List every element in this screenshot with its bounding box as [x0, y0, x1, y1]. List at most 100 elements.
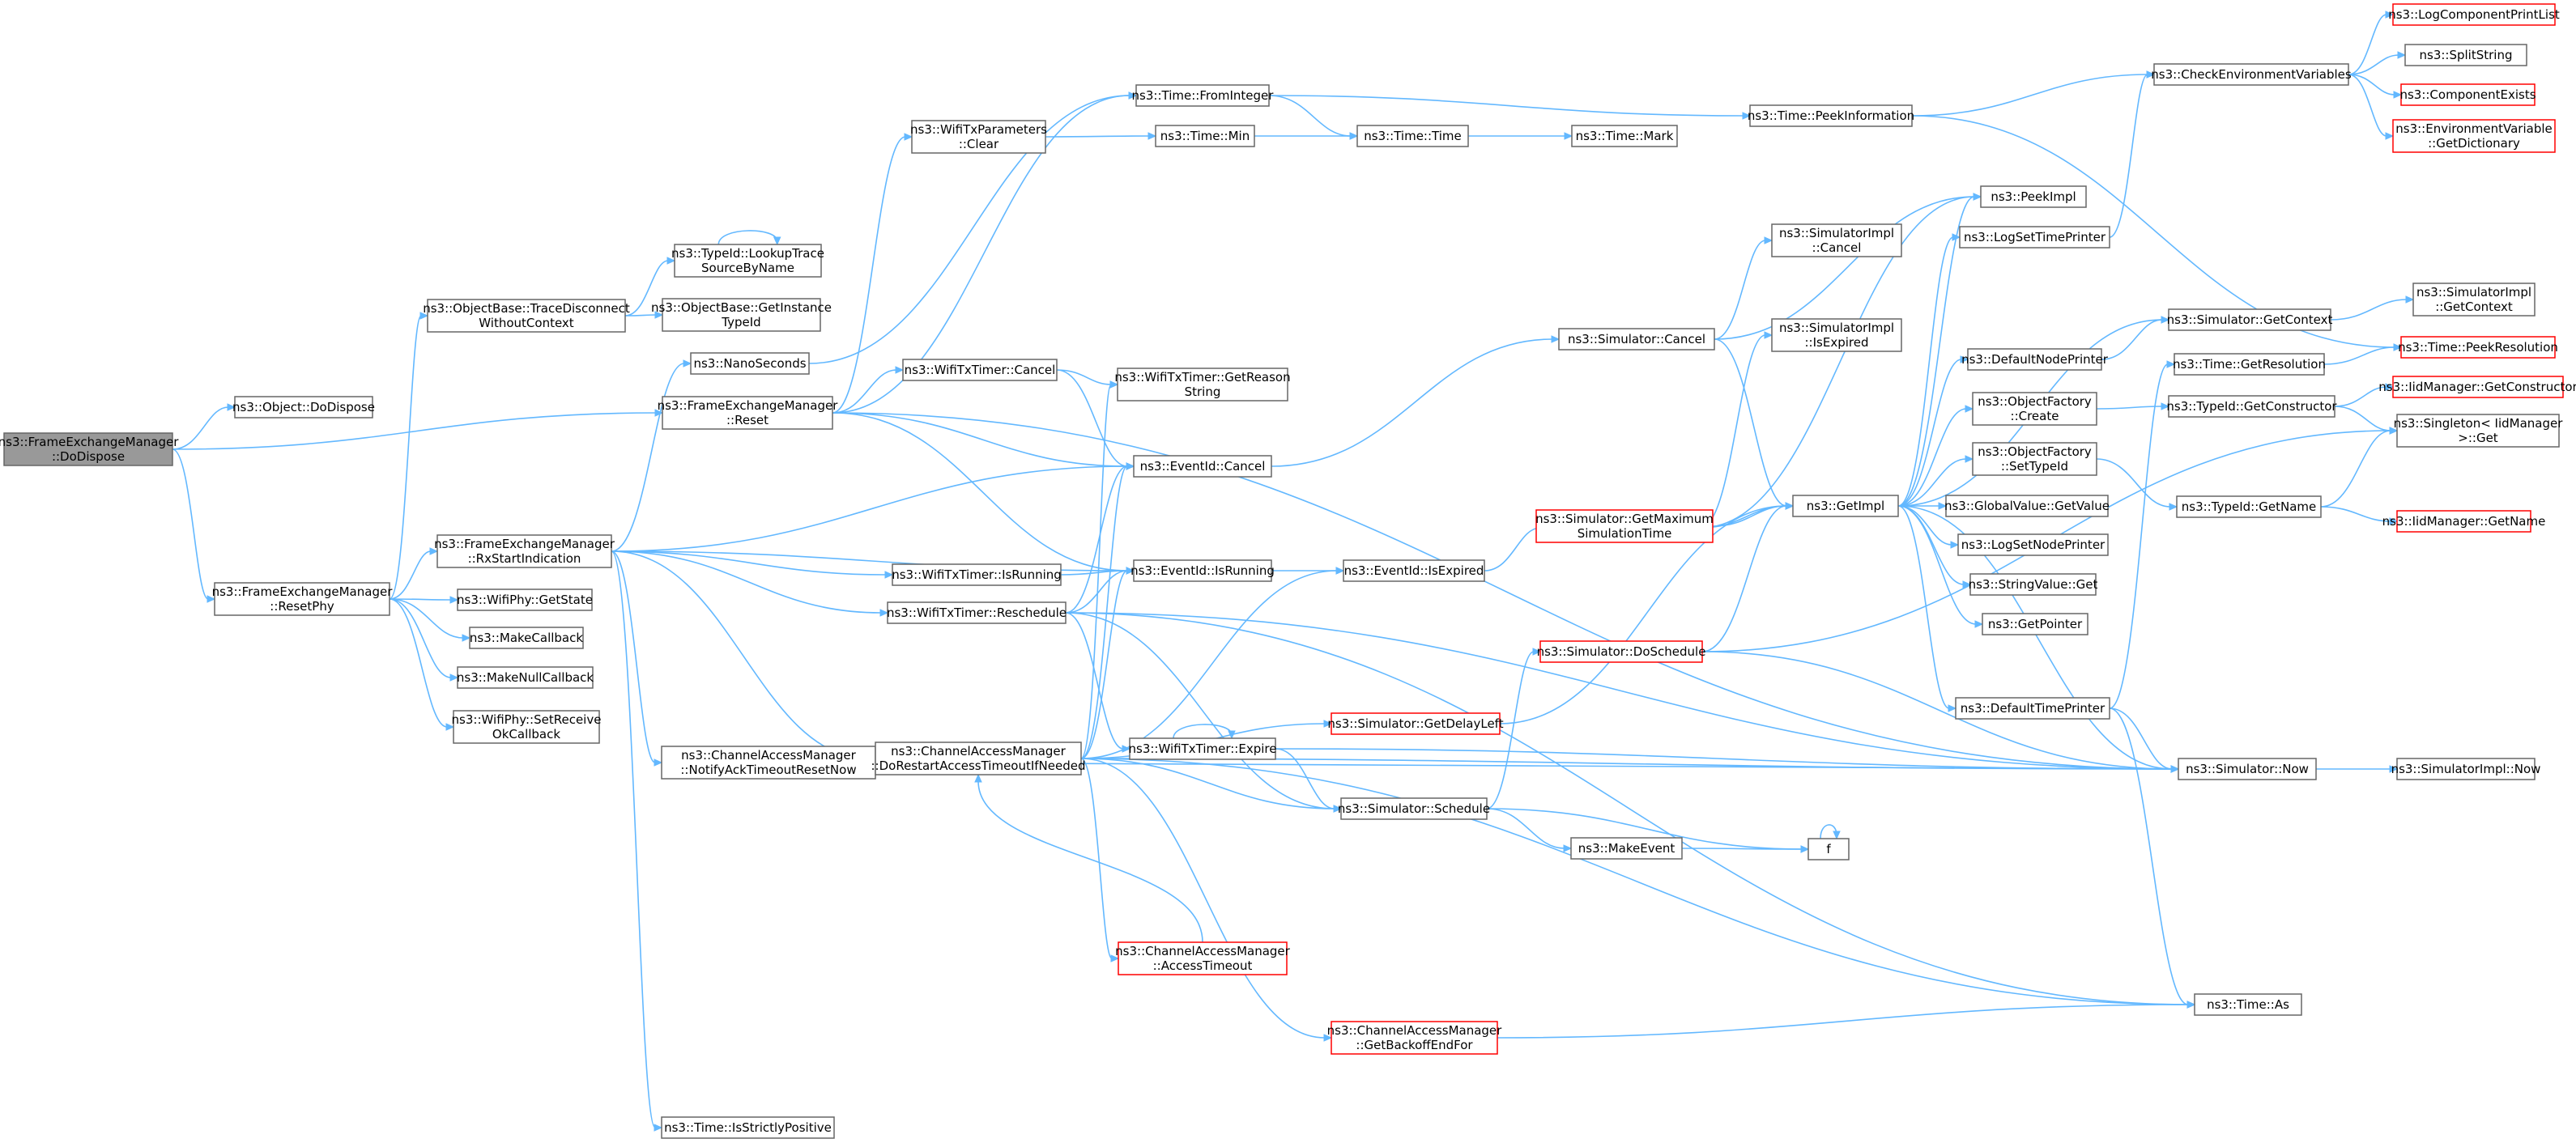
- edge-arrowhead: [2393, 91, 2403, 99]
- node-fromint[interactable]: ns3::Time::FromInteger: [1132, 84, 1275, 107]
- edge-arrowhead: [904, 133, 913, 141]
- edge-line: [1700, 334, 1766, 529]
- call-edge-dorestart-to-evisexpired: [1080, 567, 1345, 759]
- node-makecb[interactable]: ns3::MakeCallback: [469, 627, 584, 649]
- node-box: [662, 298, 821, 332]
- node-tcancel[interactable]: ns3::WifiTxTimer::Cancel: [902, 359, 1058, 381]
- node-tgetres[interactable]: ns3::Time::GetResolution: [2173, 353, 2326, 376]
- node-root[interactable]: ns3::FrameExchangeManager::DoDispose: [0, 432, 179, 466]
- node-getpointer[interactable]: ns3::GetPointer: [1982, 613, 2088, 635]
- call-edge-getimpl-to-defnodeprinter: [1897, 355, 1969, 507]
- node-ff[interactable]: f: [1807, 838, 1850, 860]
- node-box: [911, 120, 1046, 154]
- node-simimplcancel[interactable]: ns3::SimulatorImpl::Cancel: [1771, 223, 1902, 257]
- node-evisexpired[interactable]: ns3::EventId::IsExpired: [1343, 559, 1485, 582]
- node-simcancel[interactable]: ns3::Simulator::Cancel: [1558, 328, 1715, 351]
- node-label-line: ns3::Time::Min: [1160, 129, 1250, 143]
- node-notifyack[interactable]: ns3::ChannelAccessManager::NotifyAckTime…: [661, 746, 876, 780]
- node-logcomp[interactable]: ns3::LogComponentPrintList: [2388, 3, 2560, 26]
- node-doschedule[interactable]: ns3::Simulator::DoSchedule: [1537, 640, 1706, 663]
- node-singleton[interactable]: ns3::Singleton< IidManager>::Get: [2394, 414, 2564, 448]
- edge-arrowhead: [654, 311, 664, 319]
- node-evcancel[interactable]: ns3::EventId::Cancel: [1133, 455, 1272, 478]
- node-tisrunning[interactable]: ns3::WifiTxTimer::IsRunning: [892, 563, 1062, 586]
- edge-line: [1681, 848, 1803, 850]
- node-simnow[interactable]: ns3::Simulator::Now: [2178, 758, 2317, 780]
- node-makenullcb[interactable]: ns3::MakeNullCallback: [457, 666, 594, 689]
- edge-arrowhead: [2389, 517, 2399, 525]
- node-getstate[interactable]: ns3::WifiPhy::GetState: [457, 588, 593, 611]
- node-simimplisexp[interactable]: ns3::SimulatorImpl::IsExpired: [1771, 318, 1902, 352]
- node-tmark[interactable]: ns3::Time::Mark: [1571, 125, 1678, 147]
- node-label-line: ns3::ChannelAccessManager: [891, 744, 1066, 758]
- node-box: [469, 627, 584, 649]
- node-dorestart[interactable]: ns3::ChannelAccessManager::DoRestartAcce…: [871, 741, 1086, 775]
- node-label-line: ns3::Time::IsStrictlyPositive: [664, 1120, 832, 1135]
- node-label-line: ns3::Simulator::GetContext: [2167, 312, 2333, 327]
- node-tas[interactable]: ns3::Time::As: [2194, 993, 2302, 1016]
- node-nanosec[interactable]: ns3::NanoSeconds: [690, 352, 810, 375]
- node-box: [1771, 318, 1902, 352]
- node-peekimpl[interactable]: ns3::PeekImpl: [1980, 185, 2087, 208]
- edge-arrowhead: [654, 758, 663, 767]
- node-peekinfo[interactable]: ns3::Time::PeekInformation: [1748, 104, 1914, 127]
- edge-line: [832, 369, 897, 414]
- node-box: [2194, 993, 2302, 1016]
- node-strictpos[interactable]: ns3::Time::IsStrictlyPositive: [661, 1116, 835, 1139]
- node-checkenv[interactable]: ns3::CheckEnvironmentVariables: [2151, 63, 2352, 86]
- call-edge-getimpl-to-ofcreate: [1897, 405, 1974, 507]
- node-getbackoff[interactable]: ns3::ChannelAccessManager::GetBackoffEnd…: [1327, 1021, 1502, 1055]
- edge-line: [1065, 612, 1335, 809]
- node-iidgetname[interactable]: ns3::IidManager::GetName: [2382, 510, 2546, 533]
- node-rxstart[interactable]: ns3::FrameExchangeManager::RxStartIndica…: [434, 534, 615, 568]
- node-getimpl[interactable]: ns3::GetImpl: [1792, 495, 1899, 517]
- node-logsettime[interactable]: ns3::LogSetTimePrinter: [1959, 226, 2110, 249]
- node-ofcreate[interactable]: ns3::ObjectFactory::Create: [1972, 392, 2097, 426]
- node-tmin[interactable]: ns3::Time::Min: [1155, 125, 1255, 147]
- node-box: [457, 588, 593, 611]
- node-makeevent[interactable]: ns3::MakeEvent: [1570, 837, 1683, 860]
- edge-arrowhead: [1938, 502, 1948, 510]
- node-ttime[interactable]: ns3::Time::Time: [1356, 125, 1469, 147]
- call-edge-texpire-to-simschedule: [1275, 748, 1343, 813]
- node-envdict[interactable]: ns3::EnvironmentVariable::GetDictionary: [2392, 119, 2556, 153]
- node-compexists[interactable]: ns3::ComponentExists: [2399, 83, 2536, 106]
- node-splitstr[interactable]: ns3::SplitString: [2404, 44, 2527, 66]
- node-tidgetctor[interactable]: ns3::TypeId::GetConstructor: [2166, 395, 2337, 418]
- node-getdelayleft[interactable]: ns3::Simulator::GetDelayLeft: [1327, 712, 1504, 735]
- node-simschedule[interactable]: ns3::Simulator::Schedule: [1338, 797, 1490, 820]
- node-simimplnow[interactable]: ns3::SimulatorImpl::Now: [2391, 758, 2541, 780]
- edge-line: [1065, 612, 2173, 770]
- node-gvgetvalue[interactable]: ns3::GlobalValue::GetValue: [1944, 495, 2110, 517]
- node-ofsettype[interactable]: ns3::ObjectFactory::SetTypeId: [1972, 442, 2097, 476]
- node-texpire[interactable]: ns3::WifiTxTimer::Expire: [1129, 737, 1277, 760]
- node-simgetctx[interactable]: ns3::Simulator::GetContext: [2167, 308, 2333, 331]
- edge-line: [1897, 196, 1975, 507]
- node-simimplgetctx[interactable]: ns3::SimulatorImpl::GetContext: [2412, 283, 2536, 317]
- node-obtrace[interactable]: ns3::ObjectBase::TraceDisconnectWithoutC…: [423, 299, 630, 333]
- node-tidgetname[interactable]: ns3::TypeId::GetName: [2176, 495, 2322, 518]
- node-peekres[interactable]: ns3::Time::PeekResolution: [2398, 336, 2558, 359]
- node-label-line: ns3::LogComponentPrintList: [2388, 7, 2560, 22]
- node-treschedule[interactable]: ns3::WifiTxTimer::Reschedule: [887, 601, 1067, 624]
- edge-line: [2320, 506, 2391, 522]
- node-defnodeprinter[interactable]: ns3::DefaultNodePrinter: [1961, 348, 2109, 371]
- call-edge-obtrace-to-getinst: [624, 311, 664, 319]
- node-acctimeout[interactable]: ns3::ChannelAccessManager::AccessTimeout: [1115, 941, 1291, 975]
- node-resetphy[interactable]: ns3::FrameExchangeManager::ResetPhy: [212, 582, 394, 616]
- node-svget[interactable]: ns3::StringValue::Get: [1969, 573, 2098, 596]
- call-edge-dorestart-to-evcancel: [1080, 462, 1135, 759]
- node-logsetnode[interactable]: ns3::LogSetNodePrinter: [1957, 533, 2109, 556]
- node-objdispose[interactable]: ns3::Object::DoDispose: [232, 396, 375, 419]
- node-box: [1558, 328, 1715, 351]
- node-fem_reset[interactable]: ns3::FrameExchangeManager::Reset: [658, 396, 839, 430]
- node-txparams[interactable]: ns3::WifiTxParameters::Clear: [910, 120, 1047, 154]
- node-deftimeprinter[interactable]: ns3::DefaultTimePrinter: [1955, 697, 2110, 720]
- node-iidgetctor[interactable]: ns3::IidManager::GetConstructor: [2378, 376, 2576, 398]
- node-evisrunning[interactable]: ns3::EventId::IsRunning: [1130, 559, 1275, 582]
